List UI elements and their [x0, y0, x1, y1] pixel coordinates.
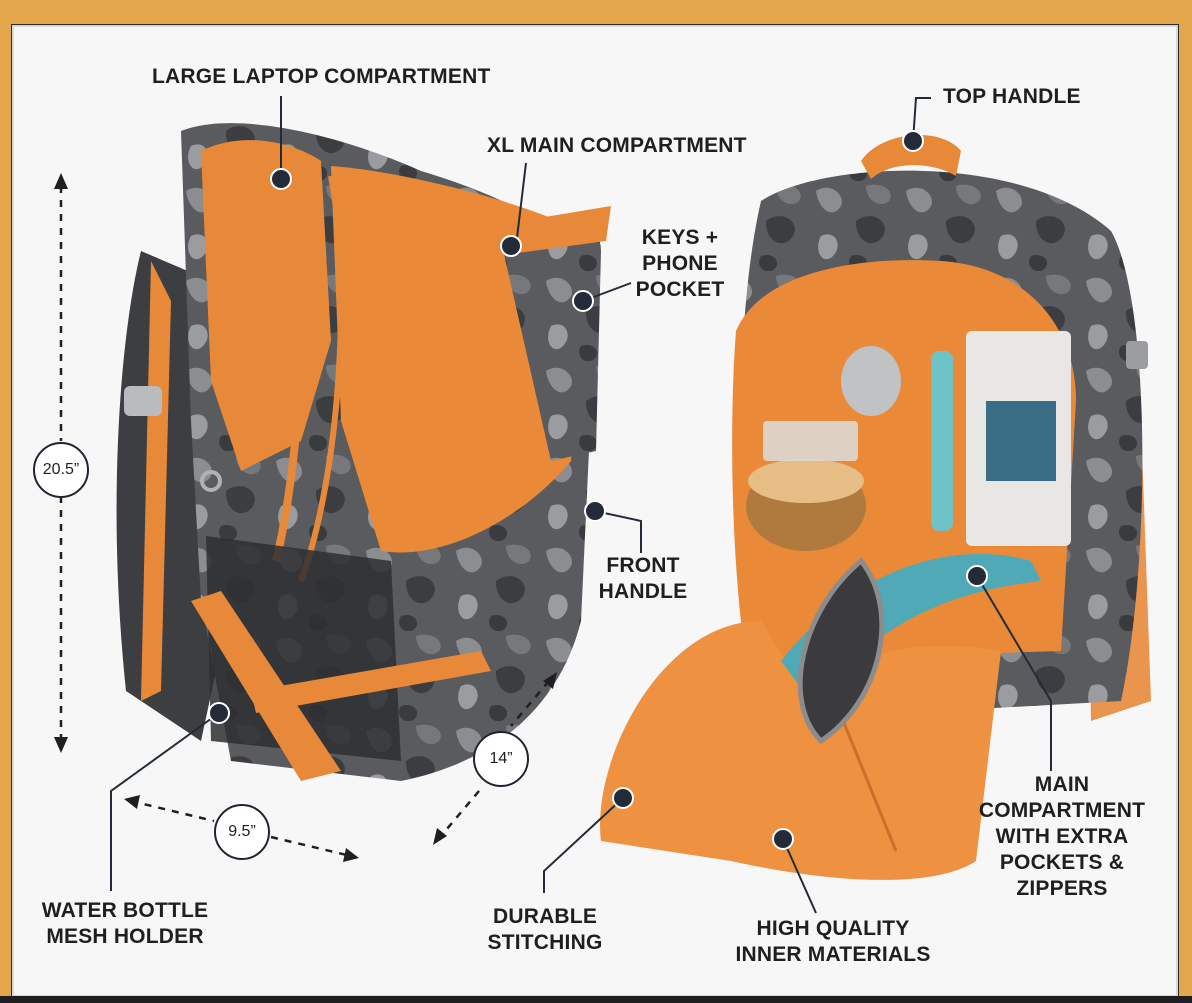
main-line-5: ZIPPERS	[1016, 877, 1108, 900]
leader-xl-main	[515, 162, 527, 247]
depth-dimension-badge: 14”	[473, 731, 529, 787]
keys-phone-pocket-flap	[501, 219, 601, 461]
left-strap-trim	[141, 261, 171, 701]
main-line-4: POCKETS &	[999, 851, 1125, 874]
product-illustration	[54, 96, 1151, 914]
dot-front-handle	[584, 500, 606, 522]
bottom-border	[0, 996, 1192, 1003]
durable-line-1: DURABLE	[492, 905, 598, 928]
arrow-head-depth-top	[543, 672, 557, 689]
hq-line-2: INNER MATERIALS	[735, 943, 931, 966]
leader-high-quality	[782, 838, 817, 914]
side-compression-strap	[191, 591, 341, 781]
front-handle-line-2: HANDLE	[598, 580, 688, 603]
leader-water-bottle	[110, 712, 220, 891]
dot-main-compartment	[966, 565, 988, 587]
main-line-1: MAIN	[1034, 773, 1090, 796]
dot-xl-main	[500, 235, 522, 257]
leader-durable	[543, 797, 624, 893]
grooming-brush	[931, 351, 953, 531]
width-dimension-badge: 9.5”	[214, 804, 270, 860]
callout-dots	[208, 130, 988, 850]
label-water-bottle-mesh-holder: WATER BOTTLE MESH HOLDER	[25, 898, 225, 950]
label-high-quality-inner-materials: HIGH QUALITY INNER MATERIALS	[718, 916, 948, 968]
arrow-head-bottom	[54, 737, 68, 753]
label-main-compartment-extra-pockets: MAIN COMPARTMENT WITH EXTRA POCKETS & ZI…	[962, 772, 1162, 902]
slicker-brush-head	[841, 346, 901, 416]
keys-line-2: PHONE	[642, 252, 718, 275]
label-front-handle: FRONT HANDLE	[583, 553, 703, 605]
main-line-3: WITH EXTRA	[995, 825, 1129, 848]
depth-arrow-upper	[510, 680, 550, 727]
dot-keys	[572, 290, 594, 312]
dot-laptop	[270, 168, 292, 190]
zipper-trim-2	[298, 175, 344, 583]
right-buckle	[1126, 341, 1148, 369]
front-handle-line-1: FRONT	[606, 554, 680, 577]
width-arrow-left	[130, 799, 215, 823]
dot-high-quality	[772, 828, 794, 850]
label-top-handle: TOP HANDLE	[943, 85, 1081, 108]
durable-line-2: STITCHING	[487, 931, 603, 954]
dot-durable	[612, 787, 634, 809]
dot-water-bottle	[208, 702, 230, 724]
arrow-head-top	[54, 173, 68, 189]
clear-container	[763, 421, 858, 461]
product-panel	[11, 24, 1179, 998]
leader-front-handle	[594, 510, 642, 553]
label-keys-phone-pocket: KEYS + PHONE POCKET	[625, 225, 735, 303]
open-flap	[600, 621, 1001, 880]
zipper-pull	[200, 470, 222, 492]
bottom-strap	[251, 651, 491, 713]
leader-top-handle	[912, 97, 931, 142]
label-xl-main-compartment: XL MAIN COMPARTMENT	[487, 134, 747, 157]
label-durable-stitching: DURABLE STITCHING	[470, 904, 620, 956]
arrow-head-right	[343, 848, 359, 862]
arrow-heads	[54, 173, 557, 862]
side-buckle	[124, 386, 162, 416]
treat-bag-label	[986, 401, 1056, 481]
right-backpack	[600, 134, 1151, 880]
dot-top-handle	[902, 130, 924, 152]
harness	[797, 557, 885, 745]
label-large-laptop-compartment: LARGE LAPTOP COMPARTMENT	[152, 65, 491, 88]
callout-lines	[110, 96, 1052, 914]
zipper-trim-1	[272, 165, 309, 562]
bowl-lid	[748, 459, 864, 503]
water-line-2: MESH HOLDER	[46, 925, 204, 948]
height-dimension-badge: 20.5”	[33, 442, 89, 498]
hq-line-1: HIGH QUALITY	[756, 917, 910, 940]
arrow-head-depth-bottom	[433, 828, 447, 845]
depth-arrow-lower	[440, 790, 480, 837]
width-arrow-right	[270, 835, 352, 858]
dimension-arrows	[59, 186, 550, 858]
leader-main-compartment	[976, 575, 1052, 771]
keys-line-1: KEYS +	[641, 226, 719, 249]
main-line-2: COMPARTMENT	[978, 799, 1146, 822]
keys-line-3: POCKET	[635, 278, 725, 301]
left-backpack	[116, 123, 611, 781]
top-handle-shape	[861, 134, 961, 179]
water-line-1: WATER BOTTLE	[41, 899, 209, 922]
arrow-head-left	[124, 795, 140, 809]
